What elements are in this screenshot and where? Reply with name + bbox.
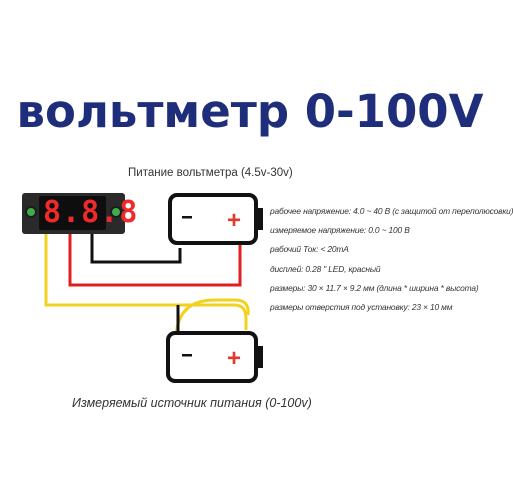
display-face: 8.8.8 — [39, 195, 139, 230]
battery-bottom — [166, 331, 263, 383]
battery-top — [168, 193, 263, 245]
spec-item: измеряемое напряжение: 0.0 ~ 100 В — [270, 225, 410, 236]
yellow-wire-loop — [174, 298, 250, 341]
black-wire-top — [90, 226, 182, 264]
display-digits: 8.8.8 — [43, 195, 139, 230]
spec-item: размеры отверстия под установку: 23 × 10… — [270, 301, 453, 312]
battery-bottom-plus: + — [227, 345, 241, 372]
spec-item: рабочее напряжение: 4.0 ~ 40 В (с защито… — [270, 206, 513, 216]
wiring-diagram: + + — [44, 193, 263, 383]
spec-item: размеры: 30 × 11.7 × 9.2 мм (длина * шир… — [270, 282, 479, 293]
spec-list: рабочее напряжение: 4.0 ~ 40 В (с защито… — [270, 206, 513, 322]
page-title: вольтметр 0-100V — [16, 85, 484, 138]
spec-item: дисплей: 0.28 " LED, красный — [270, 263, 381, 274]
source-label: Измеряемый источник питания (0-100v) — [72, 396, 312, 410]
mount-hole-left-icon — [25, 206, 37, 218]
mount-hole-right-icon — [110, 206, 122, 218]
spec-item: рабочий Ток: < 20mA — [270, 244, 349, 255]
red-wire — [68, 226, 242, 287]
yellow-wire — [44, 226, 248, 330]
voltmeter-display: 8.8.8 — [22, 193, 139, 234]
battery-top-plus: + — [227, 207, 241, 234]
power-label: Питание вольтметра (4.5v-30v) — [128, 167, 293, 179]
